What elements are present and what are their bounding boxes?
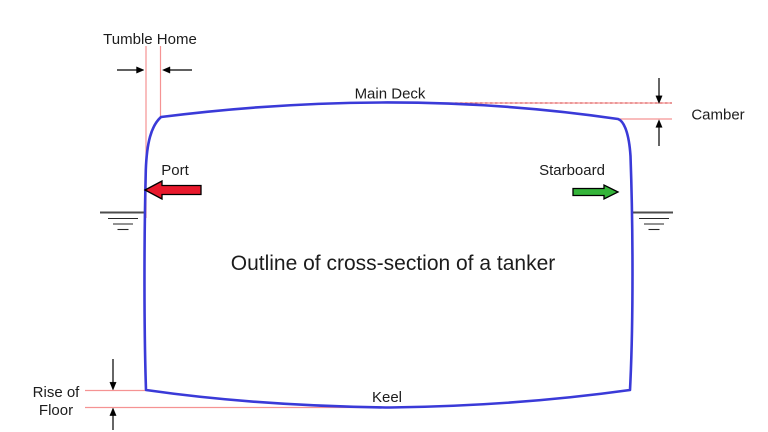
tumble-home-arrowhead-right [161, 66, 171, 74]
camber-arrowhead-up [655, 119, 663, 128]
label-main-deck: Main Deck [355, 86, 426, 103]
label-keel: Keel [372, 389, 402, 406]
hull-outline-path [143, 101, 634, 409]
rise-of-floor-arrowhead-up [109, 407, 117, 416]
waterline-symbol-left [100, 211, 146, 231]
camber-arrowhead-down [655, 95, 663, 105]
port-arrow [143, 179, 202, 201]
starboard-arrow [572, 183, 620, 201]
rise-of-floor-arrowhead-down [109, 382, 117, 391]
label-camber: Camber [691, 107, 744, 124]
diagram-title: Outline of cross-section of a tanker [231, 252, 556, 275]
label-port: Port [161, 162, 189, 179]
dimension-arrows [109, 66, 663, 430]
label-starboard: Starboard [539, 162, 605, 179]
label-rise-of-floor-line2: Floor [39, 402, 73, 419]
dimension-arrowheads [109, 66, 663, 416]
diagram-labels: Tumble Home Main Deck Camber Port Starbo… [33, 31, 745, 419]
label-rise-of-floor-line1: Rise of [33, 384, 81, 401]
waterline-symbol-right [631, 211, 673, 231]
tumble-home-arrowhead-left [136, 66, 145, 74]
direction-arrows [143, 179, 620, 201]
label-tumble-home: Tumble Home [103, 31, 197, 48]
